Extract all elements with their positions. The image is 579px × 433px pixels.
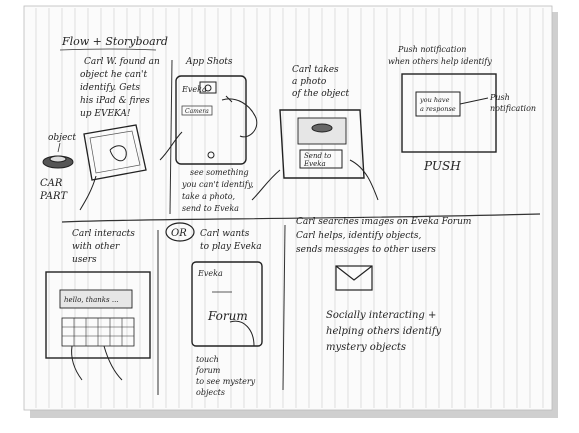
panel-1-caption-line: his iPad & fires <box>80 96 150 106</box>
panel-2-note-line: take a photo, <box>182 192 235 201</box>
panel-7-note-line: mystery objects <box>326 342 406 353</box>
envelope-body <box>335 265 373 291</box>
camera-lens-icon <box>204 84 212 92</box>
title-underline <box>59 48 157 51</box>
hands-drawing <box>71 345 123 381</box>
push-message-line: a response <box>420 105 456 113</box>
push-arrow <box>459 97 489 105</box>
panel-3-caption-line: a photo <box>292 77 327 87</box>
panel-6: OR Carl wants to play Eveka Eveka Forum … <box>165 222 263 397</box>
panel-7-note-line: helping others identify <box>326 326 442 337</box>
panel-1: Carl W. found an object he can't identif… <box>39 57 160 211</box>
paper-rules <box>35 8 544 408</box>
panel-6-note-line: forum <box>195 366 221 375</box>
hand-drawing <box>221 98 258 138</box>
send-to-eveka-button <box>299 149 343 169</box>
row-divider <box>61 213 541 223</box>
object-arrow <box>57 142 61 153</box>
panel-2: App Shots Eveka Camera see something you… <box>159 57 258 213</box>
panel-1-caption-line: up EVEKA! <box>80 109 131 119</box>
envelope-flap <box>335 265 373 281</box>
message-field <box>59 289 133 309</box>
panel-6-note-line: touch <box>196 355 219 364</box>
panel-4-caption-line: Push notification <box>397 45 466 54</box>
panel-6-caption-line: Carl wants <box>200 229 250 239</box>
push-heading: PUSH <box>423 159 461 173</box>
panel-1-caption-line: object he can't <box>80 70 147 80</box>
ipad-drawing <box>83 124 147 181</box>
panel-7: Carl searches images on Eveka Forum Carl… <box>296 217 471 353</box>
panel-2-caption: App Shots <box>185 57 233 67</box>
envelope-icon <box>335 265 373 291</box>
push-message-line: you have <box>419 96 450 104</box>
ipad-app-drawing <box>175 75 247 165</box>
panel-6-caption-line: to play Eveka <box>200 242 262 252</box>
arm-drawing <box>159 131 183 161</box>
ipad-drawing <box>401 73 497 153</box>
push-label: Push <box>489 93 510 102</box>
ipad-drawing <box>279 109 365 179</box>
panel-5-caption-line: users <box>72 255 97 265</box>
photo-object-drawing <box>311 123 333 133</box>
car-label: CAR <box>40 178 63 189</box>
part-label: PART <box>39 191 68 202</box>
panel-5: Carl interacts with other users hello, t… <box>45 229 151 381</box>
page-title: Flow + Storyboard <box>61 35 168 48</box>
send-button-line: Send to <box>304 152 331 160</box>
keyboard-keys <box>62 318 134 346</box>
panel-5-caption-line: Carl interacts <box>72 229 135 239</box>
panel-3: Carl takes a photo of the object Send to… <box>251 65 379 201</box>
forum-button-text: Forum <box>207 309 248 323</box>
on-screen-keyboard <box>61 317 135 347</box>
panel-1-caption-line: Carl W. found an <box>84 57 160 67</box>
arm-drawing <box>251 169 281 201</box>
camera-icon <box>199 81 217 94</box>
or-circle <box>165 222 195 242</box>
message-text: hello, thanks ... <box>64 296 119 304</box>
panel-1-caption-line: identify. Gets <box>80 83 140 93</box>
panel-2-note-line: send to Eveka <box>182 204 239 213</box>
object-label: object <box>48 133 76 143</box>
ipad-drawing <box>45 271 151 359</box>
panel-5-caption-line: with other <box>72 242 120 252</box>
arm-drawing <box>79 175 97 211</box>
home-button-drawing <box>207 151 215 159</box>
panel-4-caption-line: when others help identify <box>388 57 492 66</box>
panel-7-caption-line: Carl helps, identify objects, <box>296 231 422 241</box>
hand-drawing <box>349 159 379 201</box>
panel-7-caption-line: Carl searches images on Eveka Forum <box>296 217 471 227</box>
ipad-screen <box>89 130 141 174</box>
hand-drawing <box>109 145 127 162</box>
panel-4: Push notification when others help ident… <box>388 45 536 173</box>
or-label: OR <box>171 228 187 239</box>
panel-2-note-line: see something <box>190 168 249 177</box>
send-button-line: Eveka <box>303 160 326 168</box>
notification-label: notification <box>490 104 536 113</box>
panel-2-note-line: you can't identify, <box>181 180 254 189</box>
divider-1 <box>169 59 173 215</box>
camera-button-text: Camera <box>185 108 209 115</box>
divider-2 <box>282 224 286 391</box>
finger-drawing <box>225 95 233 103</box>
car-part-detail <box>49 155 67 163</box>
panel-6-note-line: objects <box>196 388 225 397</box>
panel-3-caption-line: Carl takes <box>292 65 339 75</box>
app-logo-text: Eveka <box>181 85 207 94</box>
panel-6-note-line: to see mystery <box>196 377 256 386</box>
app-logo-text: Eveka <box>197 269 223 278</box>
panel-7-note-line: Socially interacting + <box>326 310 436 321</box>
hand-drawing <box>229 320 255 347</box>
panel-7-caption-line: sends messages to other users <box>296 245 436 255</box>
panel-3-caption-line: of the object <box>292 89 350 99</box>
camera-button-drawing <box>181 105 213 116</box>
ipad-drawing <box>191 261 263 347</box>
